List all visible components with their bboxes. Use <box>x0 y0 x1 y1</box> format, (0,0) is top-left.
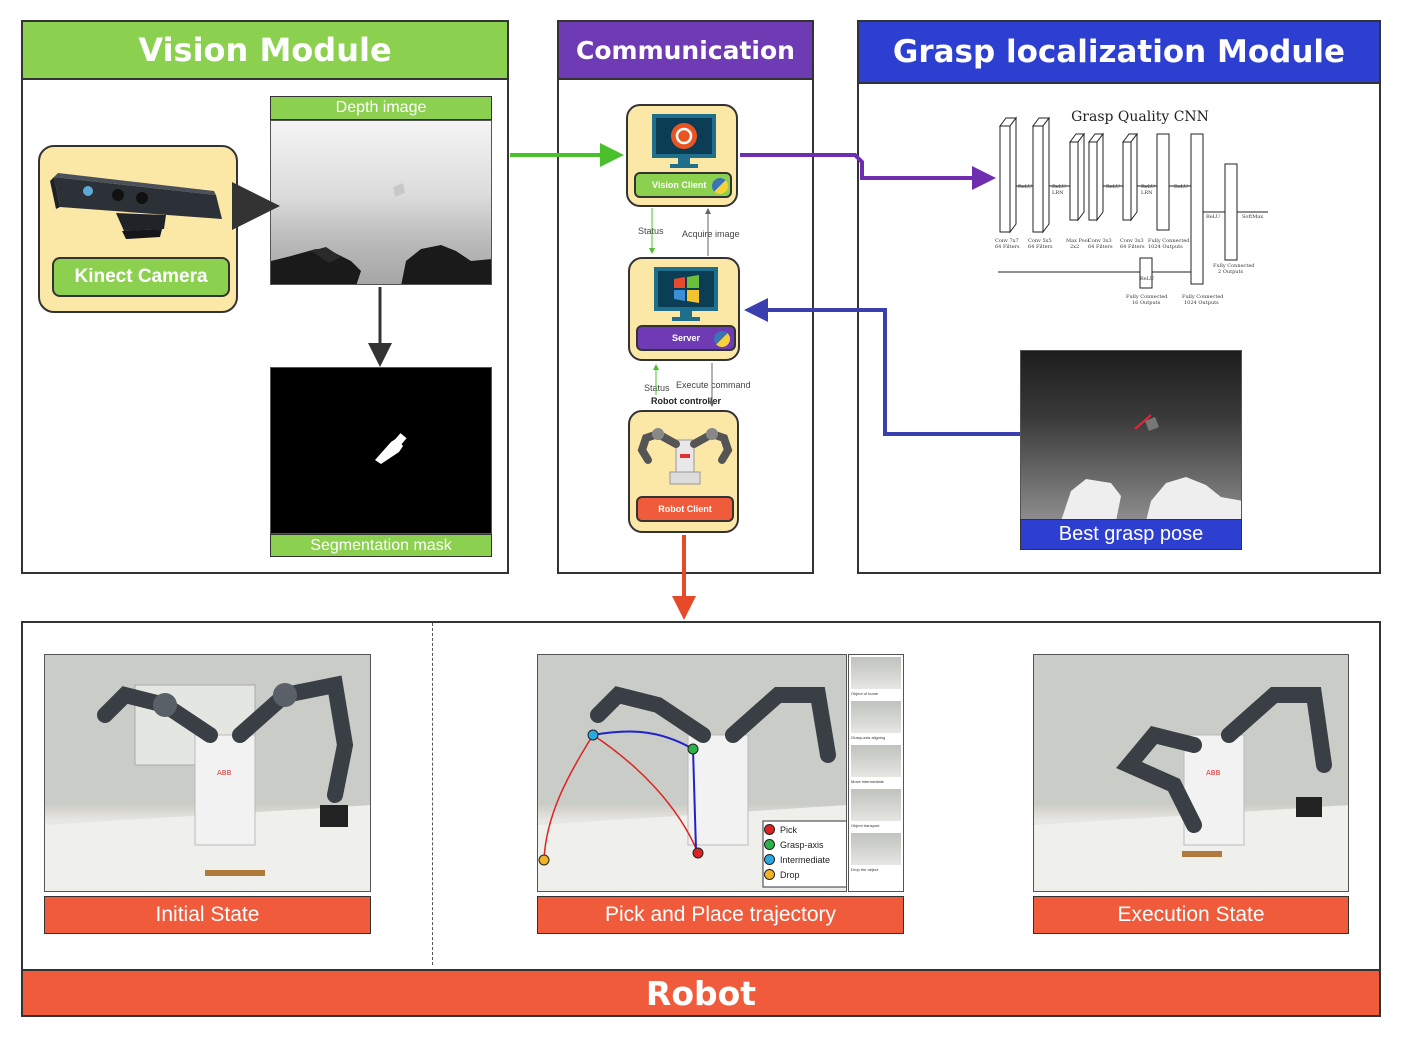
svg-text:16 Outputs: 16 Outputs <box>1132 300 1161 306</box>
svg-text:Conv 7x7: Conv 7x7 <box>995 238 1019 244</box>
svg-text:LRN: LRN <box>1141 190 1153 196</box>
legend-item-pick: Pick <box>764 822 846 837</box>
svg-text:ABB: ABB <box>217 769 232 777</box>
acquire-image-label: Acquire image <box>682 229 740 239</box>
execution-state-label: Execution State <box>1033 896 1349 934</box>
robot-title: Robot <box>21 969 1381 1017</box>
robot-controller-label: Robot controller <box>651 396 721 406</box>
svg-text:64 Filters: 64 Filters <box>995 244 1020 250</box>
vision-client-label: Vision Client <box>652 180 707 190</box>
svg-text:1024 Outputs: 1024 Outputs <box>1184 300 1219 306</box>
legend-drop-dot <box>764 869 775 880</box>
robot-client-label-bar: Robot Client <box>636 496 734 522</box>
trajectory-thumbnails: Object of home Grasp-axis aligning Move … <box>848 654 904 892</box>
flow-arrows <box>232 143 1020 620</box>
svg-text:Max Pool: Max Pool <box>1066 238 1090 244</box>
execution-state-photo: ABB <box>1033 654 1349 892</box>
svg-text:ReLU: ReLU <box>1174 184 1188 190</box>
legend-item-intermediate: Intermediate <box>764 852 846 867</box>
windows-monitor-icon <box>654 267 718 321</box>
svg-text:2 Outputs: 2 Outputs <box>1218 269 1244 275</box>
status-label-1: Status <box>638 226 664 236</box>
legend-intermediate-label: Intermediate <box>780 854 831 865</box>
thumb-caption-1: Object of home <box>851 691 879 696</box>
depth-image <box>270 120 492 285</box>
depth-image-label: Depth image <box>270 96 492 120</box>
status-label-2: Status <box>644 383 670 393</box>
segmentation-mask-label: Segmentation mask <box>270 534 492 557</box>
client-to-cnn-arrow <box>740 153 996 190</box>
server-box: Server <box>628 257 740 361</box>
svg-text:ABB: ABB <box>1206 769 1221 777</box>
svg-text:Conv 5x5: Conv 5x5 <box>1028 238 1052 244</box>
initial-state-label: Initial State <box>44 896 371 934</box>
thumb-2 <box>851 701 901 733</box>
execute-command-label: Execute command <box>676 380 751 390</box>
robot-divider <box>432 623 433 965</box>
ubuntu-monitor-icon <box>652 114 716 168</box>
svg-text:Fully Connected: Fully Connected <box>1126 294 1168 300</box>
vision-client-box: Vision Client <box>626 104 738 207</box>
server-label: Server <box>672 333 701 343</box>
svg-text:ReLU: ReLU <box>1018 184 1032 190</box>
svg-text:LRN: LRN <box>1052 190 1064 196</box>
vision-module-title: Vision Module <box>21 20 509 80</box>
legend-item-drop: Drop <box>764 867 846 882</box>
legend-pick-dot <box>764 824 775 835</box>
kinect-camera-box: Kinect Camera <box>38 145 238 313</box>
svg-text:64 Filters: 64 Filters <box>1088 244 1113 250</box>
svg-text:ReLU: ReLU <box>1206 214 1220 220</box>
svg-text:64 Filters: 64 Filters <box>1120 244 1145 250</box>
thumb-5 <box>851 833 901 865</box>
svg-text:64 Filters: 64 Filters <box>1028 244 1053 250</box>
legend-grasp-axis-label: Grasp-axis <box>780 839 824 850</box>
thumb-caption-2: Grasp-axis aligning <box>851 735 886 740</box>
svg-text:Conv 3x3: Conv 3x3 <box>1120 238 1144 244</box>
svg-text:Fully Connected: Fully Connected <box>1182 294 1224 300</box>
python-icon <box>714 331 730 347</box>
legend-item-grasp-axis: Grasp-axis <box>764 837 846 852</box>
thumb-caption-5: Drop the object <box>851 867 879 872</box>
thumb-4 <box>851 789 901 821</box>
grasp-to-server-arrow <box>744 298 1020 436</box>
initial-state-photo: ABB <box>44 654 371 892</box>
trajectory-photo <box>537 654 847 892</box>
legend-drop-label: Drop <box>780 869 800 880</box>
thumb-3 <box>851 745 901 777</box>
trajectory-label: Pick and Place trajectory <box>537 896 904 934</box>
svg-text:ReLU: ReLU <box>1106 184 1120 190</box>
svg-text:Fully Connected: Fully Connected <box>1148 238 1190 244</box>
grasp-module-title: Grasp localization Module <box>857 20 1381 84</box>
kinect-camera-icon <box>50 173 222 239</box>
cnn-title: Grasp Quality CNN <box>1071 109 1209 125</box>
thumb-caption-3: Move intermediate <box>851 779 884 784</box>
robot-client-label: Robot Client <box>658 504 712 514</box>
svg-text:ReLU: ReLU <box>1141 184 1155 190</box>
svg-text:Conv 3x3: Conv 3x3 <box>1088 238 1112 244</box>
python-icon <box>712 178 728 194</box>
svg-text:1024 Outputs: 1024 Outputs <box>1148 244 1183 250</box>
best-grasp-pose-label: Best grasp pose <box>1020 519 1242 550</box>
svg-text:SoftMax: SoftMax <box>1242 214 1263 220</box>
thumb-caption-4: Object transport <box>851 823 880 828</box>
legend-grasp-axis-dot <box>764 839 775 850</box>
yumi-robot-icon <box>637 428 733 485</box>
legend-pick-label: Pick <box>780 824 798 835</box>
thumb-1 <box>851 657 901 689</box>
robot-client-box: Robot Client <box>628 410 739 533</box>
svg-text:ReLU: ReLU <box>1052 184 1066 190</box>
communication-title: Communication <box>557 20 814 80</box>
svg-text:ReLU: ReLU <box>1140 276 1154 282</box>
best-grasp-image <box>1020 350 1242 520</box>
svg-text:Fully Connected: Fully Connected <box>1213 263 1255 269</box>
kinect-camera-label: Kinect Camera <box>52 257 230 297</box>
trajectory-legend: Pick Grasp-axis Intermediate Drop <box>764 822 846 886</box>
segmentation-mask-image <box>270 367 492 534</box>
legend-intermediate-dot <box>764 854 775 865</box>
svg-text:2x2: 2x2 <box>1070 244 1079 250</box>
